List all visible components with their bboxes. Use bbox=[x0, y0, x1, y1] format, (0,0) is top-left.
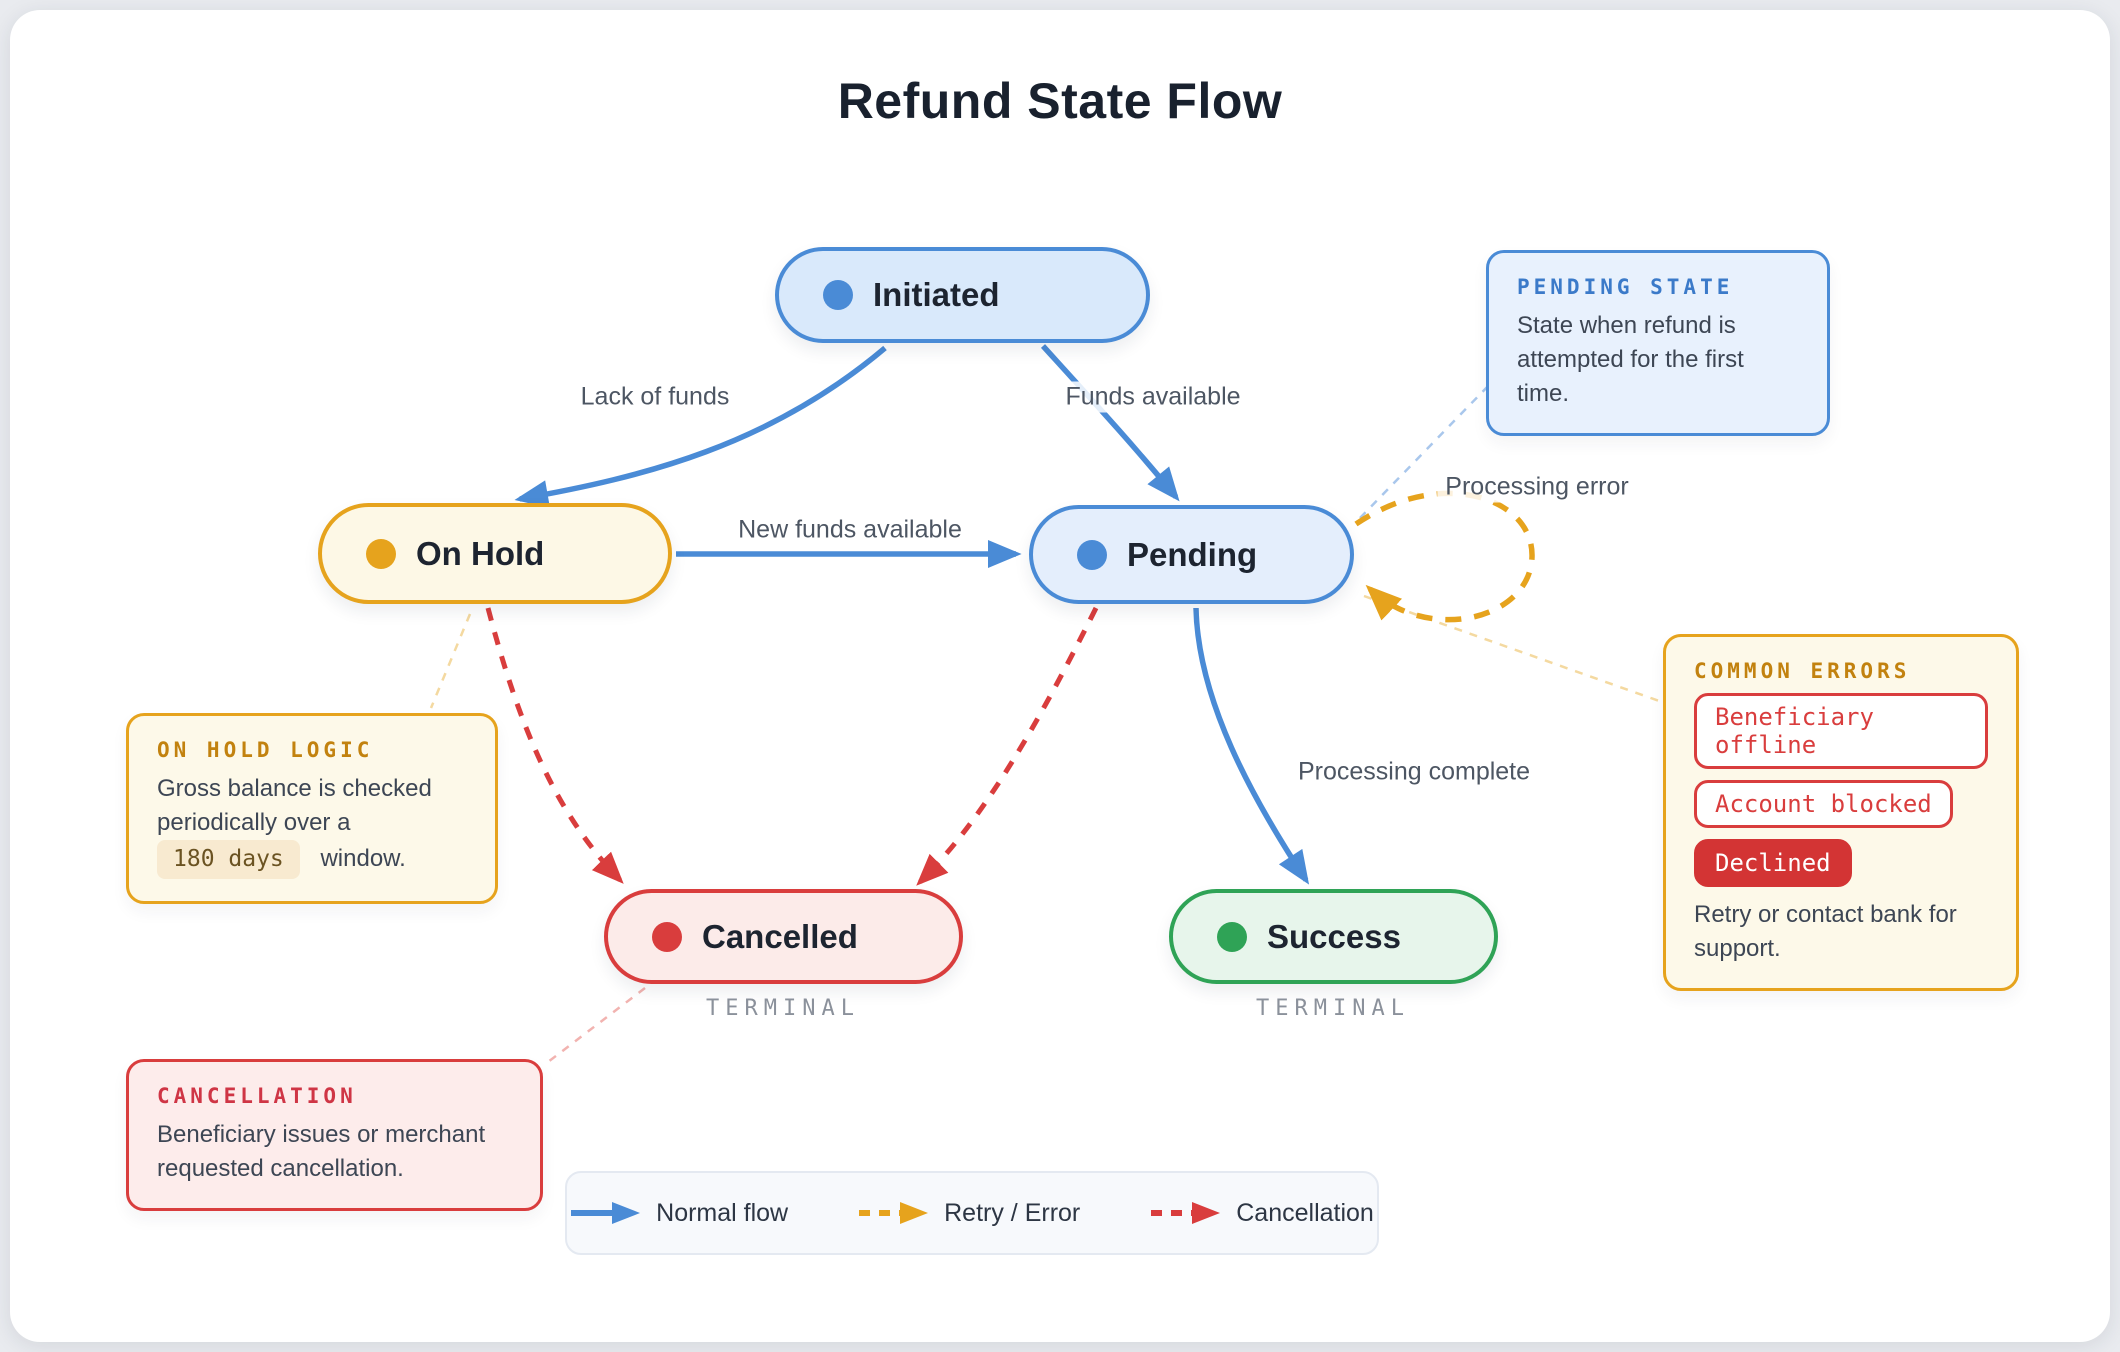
state-node-initiated: Initiated bbox=[775, 247, 1150, 343]
state-node-success: Success bbox=[1169, 889, 1498, 984]
edge-onhold-cancelled bbox=[485, 607, 624, 884]
legend-label: Retry / Error bbox=[944, 1198, 1081, 1227]
legend-label: Normal flow bbox=[656, 1198, 789, 1227]
state-label-initiated: Initiated bbox=[873, 276, 1000, 313]
terminal-label-cancelled: TERMINAL bbox=[706, 996, 860, 1021]
legend-item-normal-flow: Normal flow bbox=[570, 1199, 788, 1228]
note-title: ON HOLD LOGIC bbox=[157, 738, 374, 762]
note-title: PENDING STATE bbox=[1517, 275, 1734, 299]
state-dot-icon bbox=[652, 921, 682, 952]
state-node-onhold: On Hold bbox=[318, 503, 672, 604]
dashed-arrow-icon bbox=[1151, 1202, 1221, 1224]
error-pill: Declined bbox=[1694, 839, 1852, 887]
error-pill: Account blocked bbox=[1694, 780, 1953, 828]
page-title: Refund State Flow bbox=[837, 73, 1283, 129]
legend-label: Cancellation bbox=[1236, 1198, 1374, 1227]
note-cancellation: CANCELLATION Beneficiary issues or merch… bbox=[126, 1059, 543, 1212]
error-pill: Beneficiary offline bbox=[1694, 693, 1988, 769]
note-body: Beneficiary issues or merchant requested… bbox=[157, 1121, 486, 1183]
state-dot-icon bbox=[1077, 539, 1107, 570]
dashed-arrow-icon bbox=[859, 1202, 929, 1224]
note-common-errors: COMMON ERRORS Beneficiary offline Accoun… bbox=[1663, 634, 2019, 992]
note-body: Retry or contact bank for support. bbox=[1694, 901, 1957, 963]
state-label-onhold: On Hold bbox=[416, 534, 545, 572]
connector-errors-note bbox=[1363, 594, 1663, 704]
edge-initiated-pending bbox=[1040, 344, 1180, 502]
edge-initiated-onhold bbox=[514, 345, 887, 508]
state-dot-icon bbox=[366, 538, 396, 569]
state-dot-icon bbox=[1217, 921, 1247, 952]
edge-label-processing-complete: Processing complete bbox=[1289, 756, 1539, 788]
solid-arrow-icon bbox=[571, 1202, 641, 1224]
edge-label-processing-error: Processing error bbox=[1437, 471, 1637, 503]
legend-item-cancellation: Cancellation bbox=[1150, 1199, 1374, 1228]
state-dot-icon bbox=[823, 280, 853, 310]
note-body: Gross balance is checked periodically ov… bbox=[157, 775, 432, 837]
edge-pending-cancelled bbox=[916, 606, 1099, 886]
terminal-label-success: TERMINAL bbox=[1256, 996, 1410, 1021]
code-chip: 180 days bbox=[157, 840, 300, 879]
legend: Normal flow Retry / Error Cancellation bbox=[565, 1171, 1379, 1255]
edge-label-funds-available: Funds available bbox=[1057, 381, 1249, 413]
connector-cancel-note bbox=[547, 987, 646, 1063]
edge-pending-success bbox=[1193, 607, 1310, 885]
note-body: window. bbox=[320, 845, 406, 873]
state-label-success: Success bbox=[1267, 917, 1401, 955]
connector-onhold-note bbox=[429, 613, 472, 709]
note-body: State when refund is attempted for the f… bbox=[1517, 312, 1744, 408]
note-on-hold-logic: ON HOLD LOGIC Gross balance is checked p… bbox=[126, 713, 498, 904]
state-node-cancelled: Cancelled bbox=[604, 889, 963, 984]
state-node-pending: Pending bbox=[1029, 505, 1354, 604]
state-label-cancelled: Cancelled bbox=[702, 917, 858, 955]
state-label-pending: Pending bbox=[1127, 535, 1258, 573]
note-pending-state: PENDING STATE State when refund is attem… bbox=[1486, 250, 1830, 437]
legend-item-retry-error: Retry / Error bbox=[858, 1199, 1080, 1228]
edge-pending-selfloop bbox=[1354, 490, 1535, 623]
edge-label-new-funds: New funds available bbox=[730, 514, 970, 546]
note-title: CANCELLATION bbox=[157, 1084, 357, 1108]
edge-label-lack-of-funds: Lack of funds bbox=[572, 381, 738, 413]
note-title: COMMON ERRORS bbox=[1694, 659, 1911, 683]
